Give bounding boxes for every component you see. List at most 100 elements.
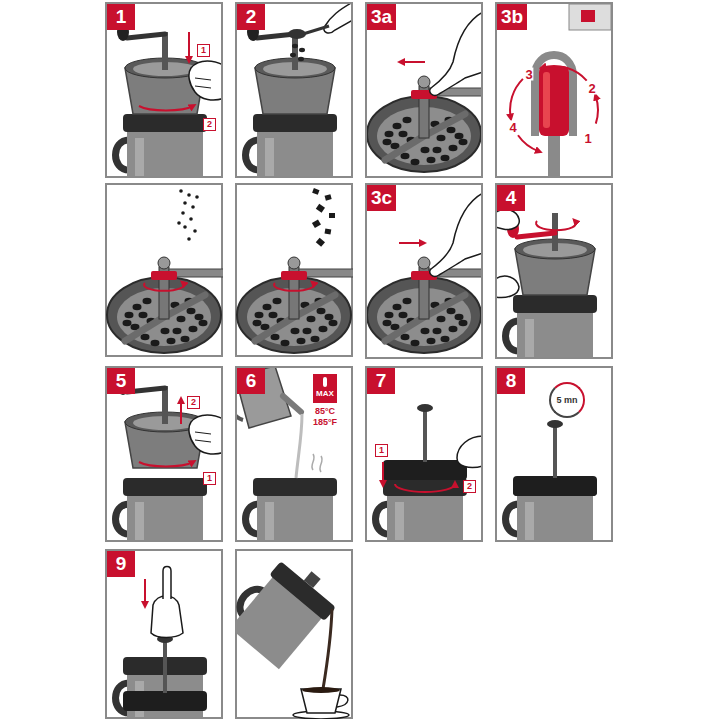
step-3a-art (367, 12, 485, 172)
coarse-grind-art (316, 204, 325, 213)
step-panel: 112 (105, 2, 223, 178)
time-text: 5 mn (556, 395, 577, 405)
step-1-art (139, 106, 193, 111)
fine-grind-art (179, 189, 183, 193)
rotation-number: 4 (508, 121, 517, 134)
step-8-art (506, 420, 598, 540)
coarse-grind-art (237, 188, 353, 353)
step-number: 6 (237, 368, 265, 394)
coarse-grind-art (316, 238, 325, 247)
rotation-number: 3 (524, 68, 533, 81)
step-2-art (299, 48, 305, 52)
step-3a-art (401, 61, 425, 63)
step-panel: 4 (495, 183, 613, 359)
pour-art (323, 609, 332, 689)
step-7-art (383, 404, 467, 480)
callout-number: 2 (188, 397, 199, 407)
callout-box: 1 (203, 472, 216, 485)
callout-box: 1 (375, 444, 388, 457)
fine-grind-art (107, 189, 223, 353)
fine-grind-art (151, 271, 177, 280)
pour-art (337, 695, 348, 707)
step-6-art (235, 366, 337, 540)
step-2-art (246, 114, 338, 176)
fine-grind-art (183, 225, 187, 229)
step-4-art (515, 213, 595, 295)
step-4-art (536, 221, 576, 230)
pour-art (235, 549, 349, 719)
step-9-art (151, 596, 183, 638)
step-4-art (495, 209, 597, 357)
coarse-grind-art (274, 283, 314, 291)
step-3b-art (548, 136, 560, 176)
step-3b-art (510, 79, 523, 118)
step-9-art (116, 567, 208, 720)
step-1-art (116, 114, 208, 176)
step-4-art (517, 233, 555, 237)
step-3c-art (367, 193, 485, 353)
callout-box: 2 (463, 480, 476, 493)
fine-grind-art (144, 283, 184, 291)
fine-grind-art (187, 193, 191, 197)
step-number: 5 (107, 368, 135, 394)
step-number: 9 (107, 551, 135, 577)
temperature-badge: MAX (313, 374, 337, 403)
step-9-art (123, 635, 207, 711)
callout-number: 1 (204, 473, 215, 483)
step-5-art (189, 415, 223, 454)
rotation-number: 1 (583, 132, 592, 145)
coarse-grind-art (312, 219, 321, 228)
step-3a-art (367, 76, 483, 172)
step-number: 7 (367, 368, 395, 394)
step-3b-art (510, 66, 598, 151)
step-7-art (376, 478, 468, 540)
coarse-grind-art (325, 194, 332, 200)
thermometer-icon (323, 377, 327, 387)
step-7-art (376, 404, 484, 540)
step-3b-art (518, 135, 539, 151)
step-9-art (123, 635, 207, 711)
fine-grind-art (183, 201, 187, 205)
step-panel: 5 2 1 (105, 366, 223, 542)
step-2-art (298, 57, 304, 61)
step-3a-art (430, 12, 483, 95)
step-9-art (144, 579, 146, 605)
step-2-art (303, 26, 329, 34)
step-2-art (290, 44, 305, 61)
coarse-grind-art (237, 188, 355, 353)
step-7-art (395, 484, 455, 492)
step-3a-art (367, 12, 483, 172)
coarse-grind-art (325, 229, 332, 235)
coarse-grind-art (312, 188, 335, 247)
step-4-art (495, 209, 597, 357)
temperature-text: 85°C (314, 407, 336, 416)
step-panel: 3c (365, 183, 483, 359)
fine-grind-art (107, 189, 225, 353)
step-8-art (513, 420, 597, 496)
step-5-art (116, 377, 224, 540)
step-number: 1 (107, 4, 135, 30)
fine-grind-art (187, 237, 191, 241)
step-4-art (506, 295, 598, 357)
step-7-art (376, 404, 484, 540)
fine-grind-art (189, 217, 193, 221)
step-9-art (116, 567, 208, 720)
step-4-art (495, 276, 519, 297)
step-8-art (506, 420, 598, 540)
step-panel: 6 MAX (235, 366, 353, 542)
coarse-grind-art (237, 257, 353, 353)
callout-number: 2 (464, 481, 475, 491)
step-panel: 85 mn (495, 366, 613, 542)
pour-art (223, 548, 349, 719)
step-3b-art (581, 10, 595, 22)
step-6-art (296, 414, 302, 478)
step-9-art (163, 567, 171, 600)
step-3b-art (543, 66, 587, 81)
coarse-grind-art (329, 213, 335, 218)
step-5-art (116, 377, 226, 540)
step-1-art (116, 23, 226, 176)
step-5-art (139, 462, 193, 467)
coarse-grind-art (281, 271, 307, 280)
